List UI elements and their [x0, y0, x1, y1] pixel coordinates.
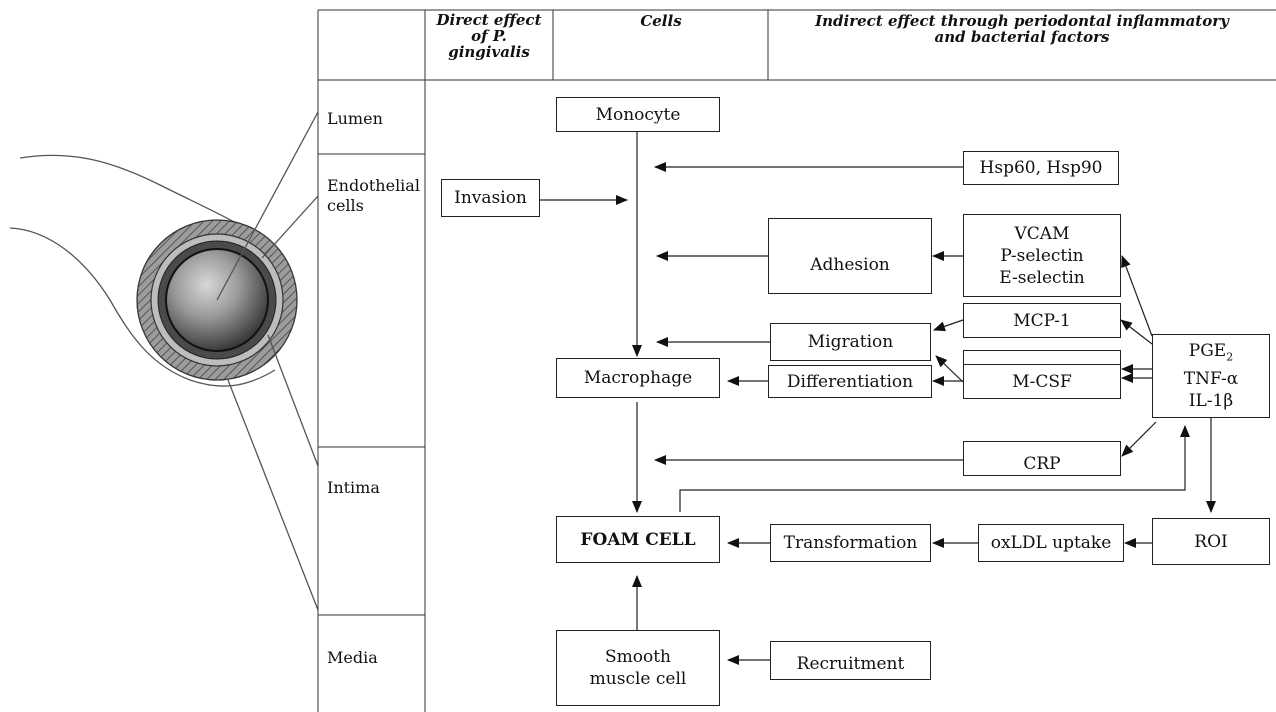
box-adhesion-molecules: VCAM P-selectin E-selectin: [963, 214, 1121, 297]
box-mcsf: M-CSF: [963, 364, 1121, 399]
header-cells: Cells: [640, 12, 682, 30]
header-direct-effect: Direct effect of P. gingivalis: [436, 11, 542, 61]
vessel-outline-lower: [9, 227, 276, 387]
box-smooth-muscle: Smooth muscle cell: [556, 630, 720, 706]
arrow-cytokine-mcp1: [1120, 319, 1153, 345]
arrow-foam-cytokine: [679, 425, 1190, 512]
box-adhesion: Adhesion: [768, 218, 932, 294]
arrow-mcp1-migration: [933, 319, 964, 332]
pointer-endothelial: [261, 195, 319, 259]
pge2-label: PGE2: [1188, 340, 1234, 364]
box-differentiation: Differentiation: [768, 365, 932, 398]
box-transformation: Transformation: [770, 524, 931, 562]
box-monocyte: Monocyte: [556, 97, 720, 132]
vessel-outline-upper: [19, 154, 263, 239]
pointer-intima: [267, 334, 319, 467]
box-roi: ROI: [1152, 518, 1270, 565]
layer-media: Media: [327, 648, 378, 667]
box-recruitment: Recruitment: [770, 641, 931, 680]
arrow-cytokine-vcam: [1121, 255, 1153, 337]
box-crp: CRP: [963, 441, 1121, 476]
layer-endothelial: Endothelial cells: [327, 176, 420, 215]
arrow-oxldl-migration: [935, 355, 964, 383]
box-macrophage: Macrophage: [556, 358, 720, 398]
box-cytokines: PGE2 TNF-α IL-1β: [1152, 334, 1270, 418]
pointer-lumen: [216, 111, 319, 301]
box-mcp1: MCP-1: [963, 303, 1121, 338]
layer-lumen: Lumen: [327, 109, 383, 128]
box-foam-cell: FOAM CELL: [556, 516, 720, 563]
box-migration: Migration: [770, 323, 931, 361]
header-indirect-effect: Indirect effect through periodontal infl…: [815, 12, 1229, 46]
pointer-media: [227, 379, 319, 611]
box-oxldl-uptake: oxLDL uptake: [978, 524, 1124, 562]
box-invasion: Invasion: [441, 179, 540, 217]
layer-intima: Intima: [327, 478, 380, 497]
box-hsp: Hsp60, Hsp90: [963, 151, 1119, 185]
arrow-cytokine-crp: [1121, 421, 1157, 457]
